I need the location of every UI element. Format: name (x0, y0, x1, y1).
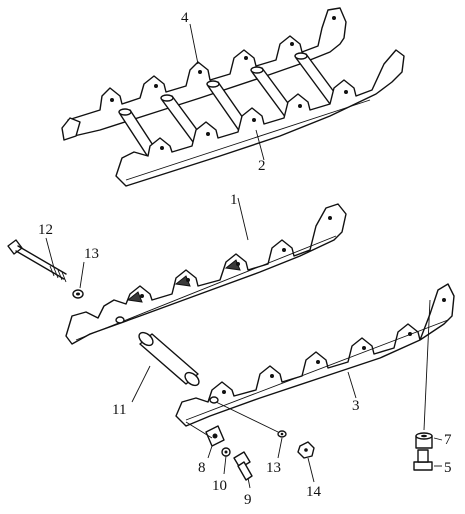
bolt-part-9 (233, 451, 253, 481)
front-rail (115, 49, 405, 187)
rear-rail (67, 7, 347, 137)
rail-part-1 (65, 203, 347, 345)
washer-part-10 (221, 447, 231, 457)
callout-13-lower: 13 (266, 460, 281, 476)
callout-10: 10 (212, 478, 227, 494)
bolt-part-12 (7, 239, 67, 283)
callout-12: 12 (38, 222, 53, 238)
washer-part-13-upper (72, 289, 84, 299)
callout-14: 14 (306, 484, 322, 500)
callout-2: 2 (258, 158, 266, 174)
callout-labels: 4 2 1 3 12 13 11 7 5 8 10 9 13 14 (38, 10, 452, 508)
callout-13-upper: 13 (84, 246, 99, 262)
callout-11: 11 (112, 402, 126, 418)
spacer-part-7 (415, 432, 433, 449)
callout-9: 9 (244, 492, 252, 508)
callout-8: 8 (198, 460, 206, 476)
callout-5: 5 (444, 460, 452, 476)
nut-part-14 (297, 441, 315, 459)
assembled-guard-frame (61, 7, 405, 187)
leader-lines (45, 23, 443, 489)
washer-part-13-lower (277, 430, 287, 438)
clip-part-8 (205, 425, 225, 447)
tube-part-11 (138, 331, 200, 387)
callout-1: 1 (230, 192, 238, 208)
callout-3: 3 (352, 398, 360, 414)
callout-4: 4 (181, 10, 189, 26)
callout-7: 7 (444, 432, 452, 448)
bolt-part-5 (413, 449, 433, 471)
rail-part-3 (175, 283, 455, 427)
